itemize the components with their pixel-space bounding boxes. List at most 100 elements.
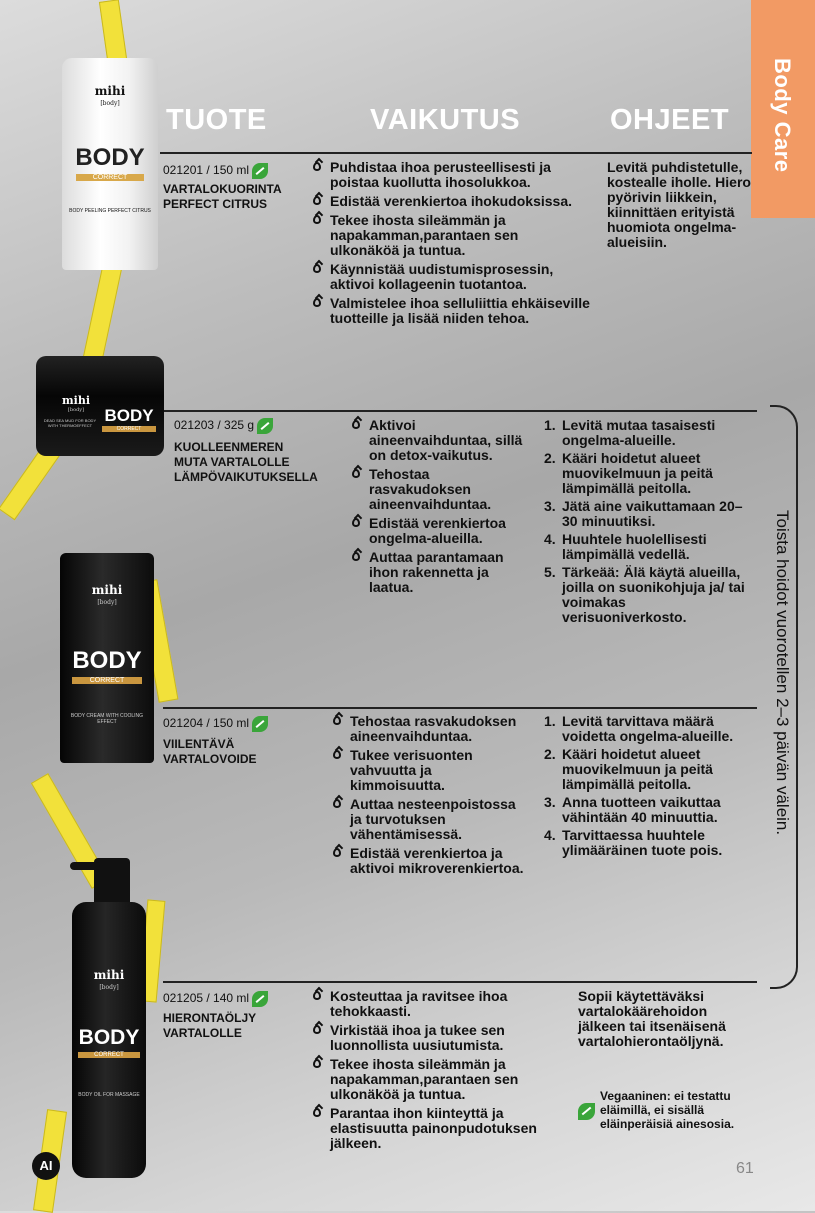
drop-icon xyxy=(313,991,321,1000)
package-sub: [body] xyxy=(97,599,117,606)
package-sub2: CORRECT xyxy=(78,1052,140,1058)
product-code-text: 021201 / 150 ml xyxy=(163,163,250,178)
section-tab: Body Care xyxy=(751,0,815,218)
product-image-massage-oil: mihi [body] BODY CORRECT BODY OIL FOR MA… xyxy=(72,902,146,1178)
effect-item: Käynnistää uudistumisprosessin, aktivoi … xyxy=(312,262,590,292)
drop-icon xyxy=(333,848,341,857)
product-code: 021204 / 150 ml xyxy=(163,716,269,732)
product-name-line: VARTALOVOIDE xyxy=(163,752,257,766)
effect-item: Tukee verisuonten vahvuutta ja kimmoisuu… xyxy=(332,748,528,793)
product-name: VARTALOKUORINTA PERFECT CITRUS xyxy=(163,182,282,212)
instructions-text: Sopii käytettäväksi vartalokäärehoidon j… xyxy=(578,988,726,1049)
product-name-line: HIERONTAÖLJY xyxy=(163,1011,257,1025)
product-code-text: 021205 / 140 ml xyxy=(163,991,250,1006)
vegan-leaf-icon xyxy=(257,418,274,434)
step-item: 3.Jätä aine vaikuttamaan 20–30 minuutiks… xyxy=(544,498,743,529)
step-item: 3.Anna tuotteen vaikuttaa vähintään 40 m… xyxy=(544,794,721,825)
package-desc: BODY PEELING PERFECT CITRUS xyxy=(69,208,151,214)
step-item: 4.Tarvittaessa huuhtele ylimääräinen tuo… xyxy=(544,827,723,858)
product-code: 021201 / 150 ml xyxy=(163,163,269,179)
drop-icon xyxy=(352,518,360,527)
product-code-text: 021203 / 325 g xyxy=(174,418,255,433)
package-sub2: CORRECT xyxy=(72,677,142,684)
product-image-cooling-cream: mihi [body] BODY CORRECT BODY CREAM WITH… xyxy=(60,553,154,763)
package-title: BODY xyxy=(104,406,154,425)
page-number: 61 xyxy=(736,1160,754,1177)
package-title: BODY xyxy=(72,647,142,674)
side-note: Toista hoidot vuorotellen 2–3 päivän väl… xyxy=(773,510,792,836)
step-item: 2.Kääri hoidetut alueet muovikelmuun ja … xyxy=(544,746,713,792)
drop-icon xyxy=(313,1108,321,1117)
header-product: TUOTE xyxy=(166,104,267,136)
steps-list: 1.Levitä tarvittava määrä voidetta ongel… xyxy=(544,714,744,861)
drop-icon xyxy=(313,1025,321,1034)
product-name-line: MUTA VARTALOLLE xyxy=(174,455,290,469)
product-code: 021203 / 325 g xyxy=(174,418,274,434)
effect-item: Virkistää ihoa ja tukee sen luonnollista… xyxy=(312,1023,544,1053)
package-title: BODY xyxy=(78,1026,140,1049)
effect-item: Kosteuttaa ja ravitsee ihoa tehokkaasti. xyxy=(312,989,544,1019)
package-sub: [body] xyxy=(99,984,119,991)
effect-item: Valmistelee ihoa selluliittia ehkäisevil… xyxy=(312,296,590,326)
step-item: 2.Kääri hoidetut alueet muovikelmuun ja … xyxy=(544,450,713,496)
effect-item: Edistää verenkiertoa ihokudoksissa. xyxy=(312,194,590,209)
product-name-line: VARTALOLLE xyxy=(163,1026,242,1040)
effects-list: Puhdistaa ihoa perusteellisesti ja poist… xyxy=(312,160,590,330)
step-item: 5.Tärkeää: Älä käytä alueilla, joilla on… xyxy=(544,564,745,625)
product-code: 021205 / 140 ml xyxy=(163,991,269,1007)
package-title: BODY xyxy=(75,144,145,171)
effect-item: Parantaa ihon kiinteyttä ja elastisuutta… xyxy=(312,1106,544,1151)
row-divider xyxy=(160,152,752,154)
package-sub2: CORRECT xyxy=(76,174,144,181)
package-brand: mihi xyxy=(94,84,126,98)
package-brand: mihi xyxy=(62,394,90,407)
drop-icon xyxy=(333,799,341,808)
drop-icon xyxy=(352,552,360,561)
package-desc: BODY OIL FOR MASSAGE xyxy=(78,1092,140,1098)
drop-icon xyxy=(313,1059,321,1068)
vegan-leaf-icon xyxy=(578,1103,595,1120)
effect-item: Edistää verenkiertoa ja aktivoi mikrover… xyxy=(332,846,528,876)
step-item: 1.Levitä tarvittava määrä voidetta ongel… xyxy=(544,713,734,744)
vegan-leaf-icon xyxy=(252,163,269,179)
product-name-line: VARTALOKUORINTA xyxy=(163,182,282,196)
effect-item: Aktivoi aineenvaihduntaa, sillä on detox… xyxy=(351,418,533,463)
row-divider xyxy=(163,981,757,983)
product-name-line: LÄMPÖVAIKUTUKSELLA xyxy=(174,470,318,484)
effect-item: Tehostaa rasvakudoksen aineenvaihduntaa. xyxy=(351,467,533,512)
drop-icon xyxy=(333,750,341,759)
effect-item: Puhdistaa ihoa perusteellisesti ja poist… xyxy=(312,160,590,190)
product-name: VIILENTÄVÄ VARTALOVOIDE xyxy=(163,737,257,767)
header-effect: VAIKUTUS xyxy=(370,104,521,136)
drop-icon xyxy=(333,716,341,725)
effect-item: Edistää verenkiertoa ongelma-alueilla. xyxy=(351,516,533,546)
package-sub: [body] xyxy=(100,100,120,107)
section-tab-label: Body Care xyxy=(770,58,795,173)
pump-head xyxy=(94,858,130,904)
effect-item: Tekee ihosta sileämmän ja napakamman,par… xyxy=(312,213,590,258)
product-name-line: KUOLLEENMEREN xyxy=(174,440,284,454)
drop-icon xyxy=(313,215,321,224)
drop-icon xyxy=(313,196,321,205)
steps-list: 1.Levitä mutaa tasaisesti ongelma-alueil… xyxy=(544,418,750,628)
effects-list: Kosteuttaa ja ravitsee ihoa tehokkaasti.… xyxy=(312,989,544,1155)
package-desc: DEAD SEA MUD FOR BODY WITH THERMOEFFECT xyxy=(43,418,97,428)
product-name: HIERONTAÖLJY VARTALOLLE xyxy=(163,1011,256,1041)
product-name-line: PERFECT CITRUS xyxy=(163,197,268,211)
vegan-leaf-icon xyxy=(252,991,269,1007)
product-name: KUOLLEENMEREN MUTA VARTALOLLE LÄMPÖVAIKU… xyxy=(174,440,318,485)
package-brand: mihi xyxy=(91,583,123,597)
header-instructions: OHJEET xyxy=(610,104,730,136)
step-item: 1.Levitä mutaa tasaisesti ongelma-alueil… xyxy=(544,417,716,448)
product-image-mud: mihi [body] BODY CORRECT DEAD SEA MUD FO… xyxy=(36,356,164,456)
pump-nozzle xyxy=(70,862,100,870)
effects-list: Aktivoi aineenvaihduntaa, sillä on detox… xyxy=(351,418,533,599)
package-brand: mihi xyxy=(93,968,125,982)
package-desc: BODY CREAM WITH COOLING EFFECT xyxy=(70,713,144,725)
package-sub2: CORRECT xyxy=(102,426,156,432)
effect-item: Tehostaa rasvakudoksen aineenvaihduntaa. xyxy=(332,714,528,744)
vegan-note: Vegaaninen: ei testattu eläimillä, ei si… xyxy=(600,1089,735,1131)
product-name-line: VIILENTÄVÄ xyxy=(163,737,235,751)
effect-item: Tekee ihosta sileämmän ja napakamman,par… xyxy=(312,1057,544,1102)
drop-icon xyxy=(352,469,360,478)
